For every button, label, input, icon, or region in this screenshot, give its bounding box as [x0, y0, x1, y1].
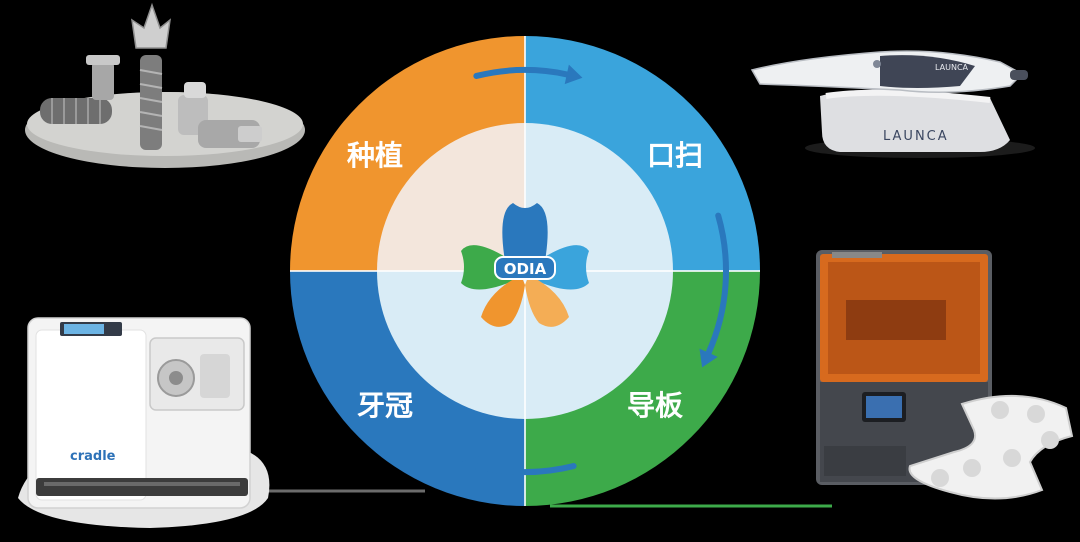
- scanner-handle-brand: LAUNCA: [935, 63, 969, 72]
- surgical-guide-model: [908, 394, 1074, 500]
- arrow-top-head: [564, 64, 583, 85]
- logo-petal-bottom-right: [525, 275, 569, 327]
- segment-scan-inner: [525, 123, 673, 271]
- intraoral-scanner-image: LAUNCA LAUNCA: [750, 50, 1035, 158]
- scanner-base-brand: LAUNCA: [883, 129, 949, 144]
- implant-components-image: [25, 2, 305, 168]
- segment-crown-label: 牙冠: [357, 389, 413, 422]
- arrow-top: [473, 67, 570, 79]
- arrow-right: [705, 212, 729, 356]
- logo-text: ODIA: [504, 260, 547, 278]
- arrow-right-head: [699, 348, 718, 368]
- printer-image: [816, 250, 1074, 500]
- milling-machine-image: cradle: [18, 317, 270, 528]
- milling-machine-brand: cradle: [70, 449, 116, 464]
- arrow-bottom-head: [460, 456, 479, 476]
- segment-implant-label: 种植: [347, 139, 403, 172]
- logo-petal-bottom-left: [481, 275, 525, 327]
- segment-scan-label: 口扫: [647, 139, 703, 172]
- segment-guide-label: 导板: [627, 389, 683, 422]
- arrow-bottom: [473, 463, 577, 475]
- segment-implant-inner: [377, 123, 525, 271]
- logo-badge: [494, 256, 556, 280]
- logo-petal-top: [502, 203, 548, 261]
